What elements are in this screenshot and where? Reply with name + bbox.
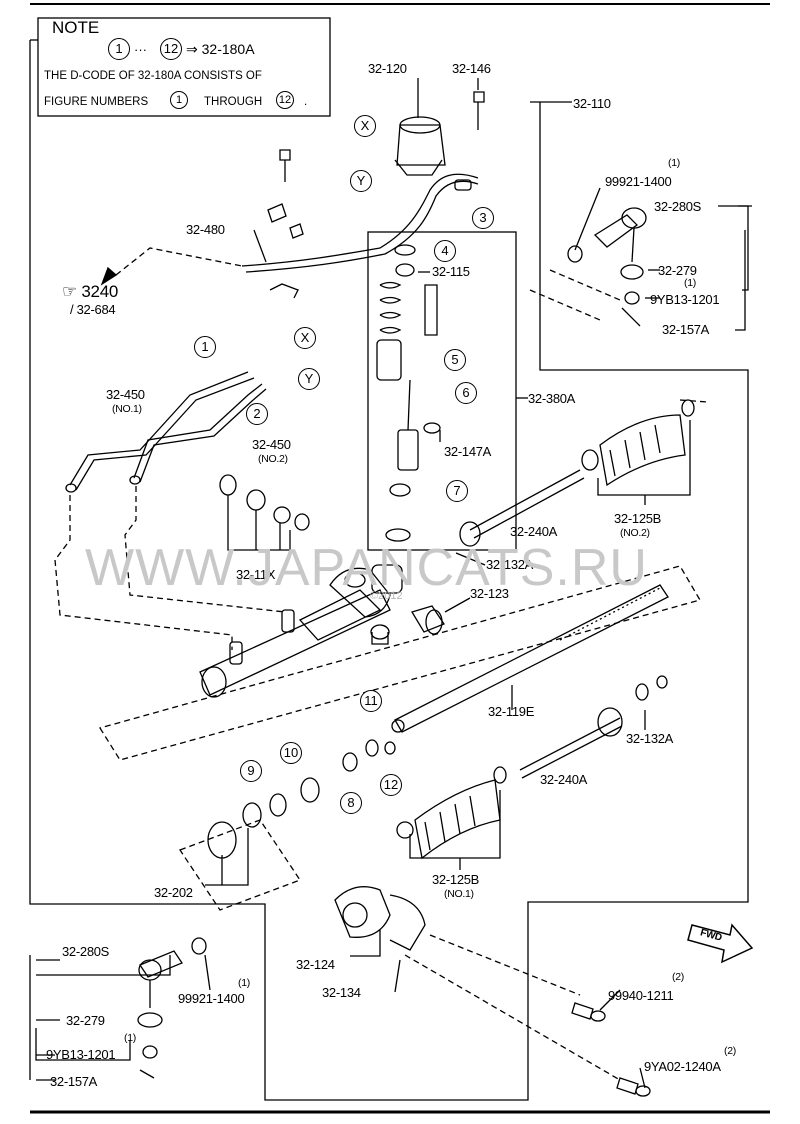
- qty-label: (1): [238, 977, 250, 989]
- qty-label: (1): [668, 157, 680, 169]
- part-label[interactable]: 32-120: [368, 61, 407, 76]
- callout: 11: [360, 690, 382, 712]
- part-label[interactable]: 99940-1211: [608, 988, 674, 1003]
- part-label[interactable]: 9YA02-1240A: [644, 1059, 721, 1074]
- part-label[interactable]: 99921-1400: [605, 174, 672, 189]
- part-label[interactable]: 32-480: [186, 222, 225, 237]
- watermark: WWW.JAPANCATS.RU: [85, 539, 648, 597]
- qty-label: (1): [124, 1032, 136, 1044]
- part-label[interactable]: 32-279: [66, 1013, 105, 1028]
- qty-label: (2): [672, 971, 684, 983]
- callout: X: [354, 115, 376, 137]
- part-label[interactable]: 32-146: [452, 61, 491, 76]
- note-line3-c: .: [304, 96, 308, 108]
- callout: Y: [298, 368, 320, 390]
- callout: X: [294, 327, 316, 349]
- part-label[interactable]: 32-240A: [540, 772, 588, 787]
- part-label[interactable]: 32-279: [658, 263, 697, 278]
- qty-label: (1): [684, 277, 696, 289]
- copyright: ©2012: [370, 590, 403, 602]
- callout: 12: [380, 774, 402, 796]
- note-line3-b: THROUGH: [204, 96, 263, 108]
- part-label[interactable]: 32-240A: [510, 524, 558, 539]
- part-note: (NO.2): [258, 453, 288, 465]
- callout: 4: [434, 240, 456, 262]
- note-num1: 1: [170, 91, 188, 109]
- callout: 7: [446, 480, 468, 502]
- part-label[interactable]: 9YB13-1201: [46, 1047, 116, 1062]
- part-label[interactable]: 32-134: [322, 985, 361, 1000]
- note-num12: 12: [276, 91, 294, 109]
- callout: 1: [194, 336, 216, 358]
- part-label[interactable]: 32-115: [432, 264, 470, 279]
- part-label[interactable]: 32-119E: [488, 704, 535, 719]
- part-label[interactable]: 32-380A: [528, 391, 576, 406]
- part-label[interactable]: 32-132A: [486, 557, 534, 572]
- part-label[interactable]: 32-450: [106, 387, 145, 402]
- part-note: (NO.1): [444, 888, 474, 900]
- hand-pointer-icon: ☞: [62, 282, 77, 301]
- part-label[interactable]: 32-280S: [654, 199, 702, 214]
- part-label[interactable]: 32-125B: [614, 511, 662, 526]
- note-range-start: 1: [108, 38, 130, 60]
- callout: 10: [280, 742, 302, 764]
- qty-label: (2): [724, 1045, 736, 1057]
- note-range-end: 12: [160, 38, 182, 60]
- part-label[interactable]: 32-202: [154, 885, 193, 900]
- callout: 8: [340, 792, 362, 814]
- part-label[interactable]: 32-450: [252, 437, 291, 452]
- part-note: (NO.1): [112, 403, 142, 415]
- part-label[interactable]: 32-123: [470, 586, 509, 601]
- part-label[interactable]: 32-132A: [626, 731, 674, 746]
- callout: 6: [455, 382, 477, 404]
- callout: 5: [444, 349, 466, 371]
- part-label[interactable]: 32-11X: [236, 567, 276, 582]
- note-arrow-target: ⇒ 32-180A: [186, 41, 255, 57]
- note-dots: ···: [134, 42, 147, 57]
- part-label[interactable]: 32-157A: [50, 1074, 98, 1089]
- ref-sub: / 32-684: [70, 302, 116, 317]
- part-label[interactable]: 32-124: [296, 957, 335, 972]
- part-label[interactable]: 32-110: [573, 96, 611, 111]
- part-label[interactable]: 32-125B: [432, 872, 480, 887]
- callout: 3: [472, 207, 494, 229]
- part-label[interactable]: 32-147A: [444, 444, 492, 459]
- note-title: NOTE: [52, 18, 100, 37]
- callout: 2: [246, 403, 268, 425]
- callout: Y: [350, 170, 372, 192]
- part-label[interactable]: 32-280S: [62, 944, 110, 959]
- part-note: (NO.2): [620, 527, 650, 539]
- callout: 9: [240, 760, 262, 782]
- note-line2: THE D-CODE OF 32-180A CONSISTS OF: [44, 70, 262, 82]
- part-label[interactable]: 32-157A: [662, 322, 710, 337]
- note-line3-a: FIGURE NUMBERS: [44, 96, 149, 108]
- ref-page[interactable]: ☞ 3240: [62, 282, 119, 301]
- part-label[interactable]: 9YB13-1201: [650, 292, 720, 307]
- part-label[interactable]: 99921-1400: [178, 991, 245, 1006]
